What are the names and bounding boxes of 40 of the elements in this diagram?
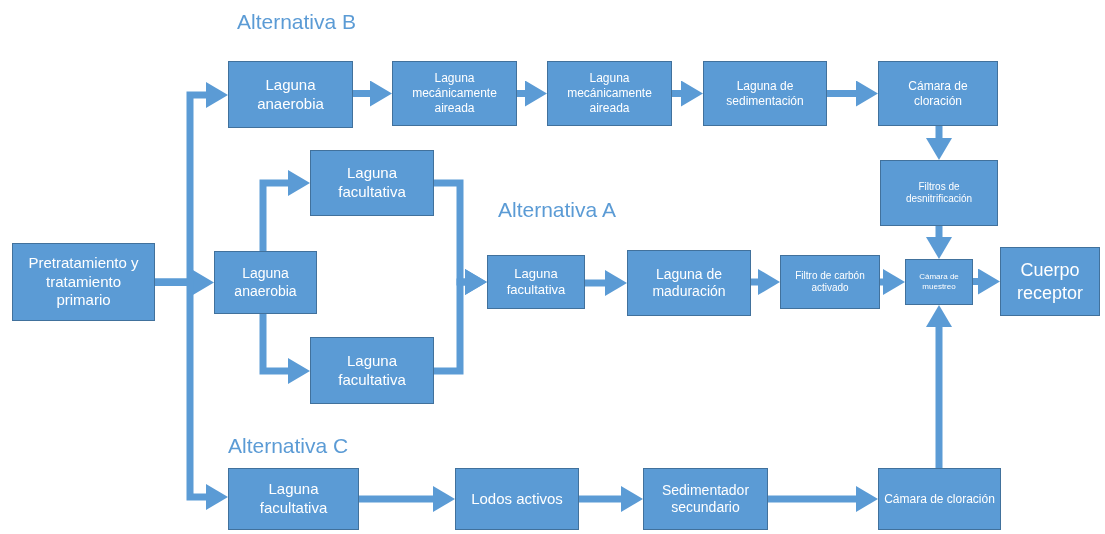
arrow — [926, 226, 952, 259]
arrow — [259, 314, 310, 384]
arrow — [579, 486, 643, 512]
section-title: Alternativa B — [237, 9, 357, 35]
arrow — [517, 80, 547, 107]
process-box: Cuerpo receptor — [1000, 247, 1100, 316]
process-box: Cámara de cloración — [878, 61, 998, 126]
process-box: Lodos activos — [455, 468, 579, 530]
process-box: Laguna mecánicamente aireada — [547, 61, 672, 126]
process-box: Pretratamiento y tratamiento primario — [12, 243, 155, 321]
arrow — [585, 270, 627, 296]
arrow — [434, 269, 487, 375]
section-title: Alternativa C — [228, 433, 349, 459]
section-title: Alternativa A — [498, 197, 616, 223]
process-box: Filtro de carbón activado — [780, 255, 880, 309]
process-box: Laguna de sedimentación — [703, 61, 827, 126]
process-box: Filtros de desnitrificación — [880, 160, 998, 226]
arrow — [155, 278, 228, 510]
process-box: Laguna de maduración — [627, 250, 751, 316]
arrow — [827, 80, 878, 107]
arrow — [259, 170, 310, 251]
process-box: Laguna facultativa — [487, 255, 585, 309]
process-box: Laguna facultativa — [228, 468, 359, 530]
arrow — [751, 269, 780, 295]
arrow — [880, 269, 905, 295]
process-box: Cámara de muestreo — [905, 259, 973, 305]
process-box: Laguna facultativa — [310, 337, 434, 404]
arrow — [353, 80, 392, 107]
process-box: Laguna facultativa — [310, 150, 434, 216]
arrow — [926, 126, 952, 160]
process-box: Sedimentador secundario — [643, 468, 768, 530]
arrow — [926, 305, 952, 468]
arrow — [768, 486, 878, 512]
process-box: Cámara de cloración — [878, 468, 1001, 530]
arrow — [973, 268, 1000, 295]
process-box: Laguna anaerobia — [214, 251, 317, 314]
arrow — [672, 80, 703, 107]
arrow — [359, 486, 455, 512]
process-box: Laguna anaerobia — [228, 61, 353, 128]
process-box: Laguna mecánicamente aireada — [392, 61, 517, 126]
